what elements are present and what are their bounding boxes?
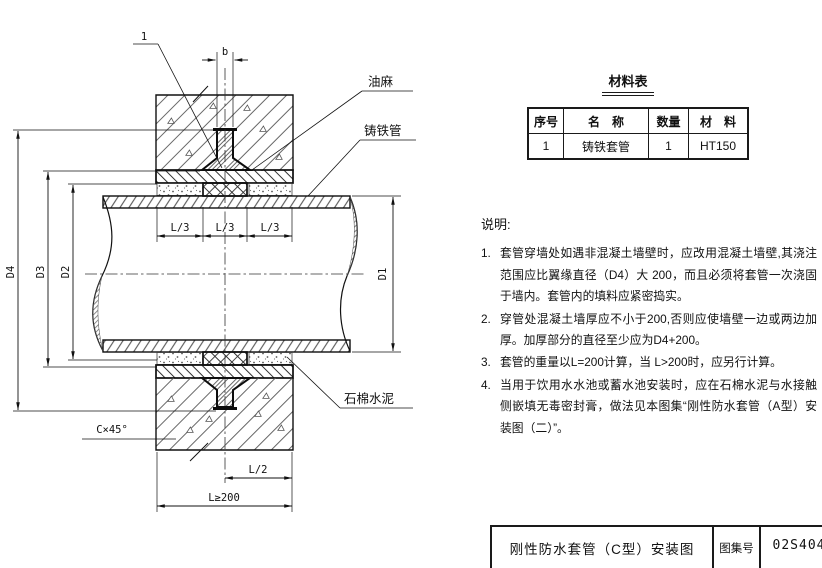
chamfer-note: C×45° — [82, 424, 176, 440]
table-row: 1 铸铁套管 1 HT150 — [527, 133, 749, 160]
dim-d4-label: D4 — [5, 266, 17, 279]
note-item: 3. 套管的重量以L=200计算，当 L>200时，应另行计算。 — [481, 352, 817, 373]
dimension-l-min: L≥200 — [156, 452, 293, 512]
notes-title: 说明: — [481, 217, 511, 232]
note-item: 1. 套管穿墙处如遇非混凝土墙壁时，应改用混凝土墙壁,其浇注范围应比翼缘直径（D… — [481, 243, 817, 307]
dimension-d1: D1 — [352, 195, 401, 353]
dimension-l3: L/3 L/3 L/3 — [156, 207, 293, 242]
dim-l3-label: L/3 — [216, 222, 235, 234]
title-block: 刚性防水套管（C型）安装图 图集号 02S404 — [490, 525, 822, 568]
packing-strip-top — [156, 182, 293, 197]
asbestos-cement-label-group: 石棉水泥 — [286, 356, 413, 409]
asbestos-cement-fill — [156, 183, 204, 196]
dim-b-label: b — [222, 46, 228, 58]
dimension-d3: D3 — [35, 170, 200, 368]
cell-quantity: 1 — [648, 133, 689, 160]
dim-d1-label: D1 — [377, 268, 389, 281]
dim-l3-label: L/3 — [261, 222, 280, 234]
note-text: 穿管处混凝土墙厚应不小于200,否则应使墙壁一边或两边加厚。加厚部分的直径至少应… — [500, 311, 817, 348]
material-table: 序号 名 称 数量 材 料 1 铸铁套管 1 HT150 — [527, 107, 749, 160]
packing-strip-bottom — [156, 351, 293, 366]
note-number: 2. — [481, 311, 491, 326]
drawing-title: 刚性防水套管（C型）安装图 — [492, 527, 714, 568]
oakum-label: 油麻 — [368, 74, 394, 89]
asbestos-cement-label: 石棉水泥 — [344, 392, 394, 406]
chamfer-label: C×45° — [96, 424, 128, 436]
dim-l-min-label: L≥200 — [208, 492, 240, 504]
cell-material: HT150 — [688, 133, 749, 160]
oakum-fill — [202, 351, 248, 366]
dim-d2-label: D2 — [60, 266, 72, 279]
sleeve-barrel-top — [155, 169, 294, 184]
sleeve-rib-bottom — [199, 377, 254, 410]
cast-iron-pipe-label: 铸铁管 — [364, 123, 402, 138]
asbestos-cement-fill — [248, 352, 293, 365]
dimension-d4: D4 — [5, 129, 216, 412]
sleeve-barrel-bottom — [155, 364, 294, 379]
header-name: 名 称 — [563, 107, 649, 134]
callout-1-label: 1 — [141, 31, 147, 43]
note-number: 3. — [481, 355, 491, 370]
atlas-number-value: 02S404 — [761, 527, 822, 568]
note-number: 1. — [481, 246, 491, 261]
dimension-b: b — [202, 46, 248, 127]
cell-serial: 1 — [527, 133, 564, 160]
installation-diagram: D4 D3 D2 D1 b — [5, 31, 416, 512]
callout-1: 1 — [133, 31, 223, 169]
atlas-number-label: 图集号 — [714, 527, 761, 568]
note-text: 当用于饮用水水池或蓄水池安装时，应在石棉水泥与水接触侧嵌填无毒密封膏，做法见本图… — [500, 377, 817, 435]
material-table-header-row: 序号 名 称 数量 材 料 — [527, 107, 749, 134]
notes-section: 说明: 1. 套管穿墙处如遇非混凝土墙壁时，应改用混凝土墙壁,其浇注范围应比翼缘… — [481, 214, 817, 440]
asbestos-cement-fill — [156, 352, 204, 365]
note-text: 套管穿墙处如遇非混凝土墙壁时，应改用混凝土墙壁,其浇注范围应比翼缘直径（D4）大… — [500, 246, 817, 304]
cell-name: 铸铁套管 — [563, 133, 649, 160]
header-serial: 序号 — [527, 107, 564, 134]
dim-l3-label: L/3 — [171, 222, 190, 234]
pipe-section — [102, 195, 351, 353]
dim-l2-label: L/2 — [249, 464, 268, 476]
pipe-break-right — [339, 196, 358, 352]
note-number: 4. — [481, 377, 491, 392]
material-table-title: 材料表 — [602, 71, 654, 96]
pipe-break-left — [92, 196, 113, 352]
note-item: 2. 穿管处混凝土墙厚应不小于200,否则应使墙壁一边或两边加厚。加厚部分的直径… — [481, 309, 817, 352]
oakum-label-group: 油麻 — [251, 74, 413, 171]
header-quantity: 数量 — [648, 107, 689, 134]
header-material: 材 料 — [688, 107, 749, 134]
note-text: 套管的重量以L=200计算，当 L>200时，应另行计算。 — [500, 355, 782, 370]
asbestos-cement-fill — [248, 183, 293, 196]
dimension-d2: D2 — [60, 183, 157, 361]
cast-iron-pipe-label-group: 铸铁管 — [307, 123, 416, 197]
note-item: 4. 当用于饮用水水池或蓄水池安装时，应在石棉水泥与水接触侧嵌填无毒密封膏，做法… — [481, 375, 817, 439]
dimension-l2: L/2 — [224, 452, 293, 484]
dim-d3-label: D3 — [35, 266, 47, 279]
